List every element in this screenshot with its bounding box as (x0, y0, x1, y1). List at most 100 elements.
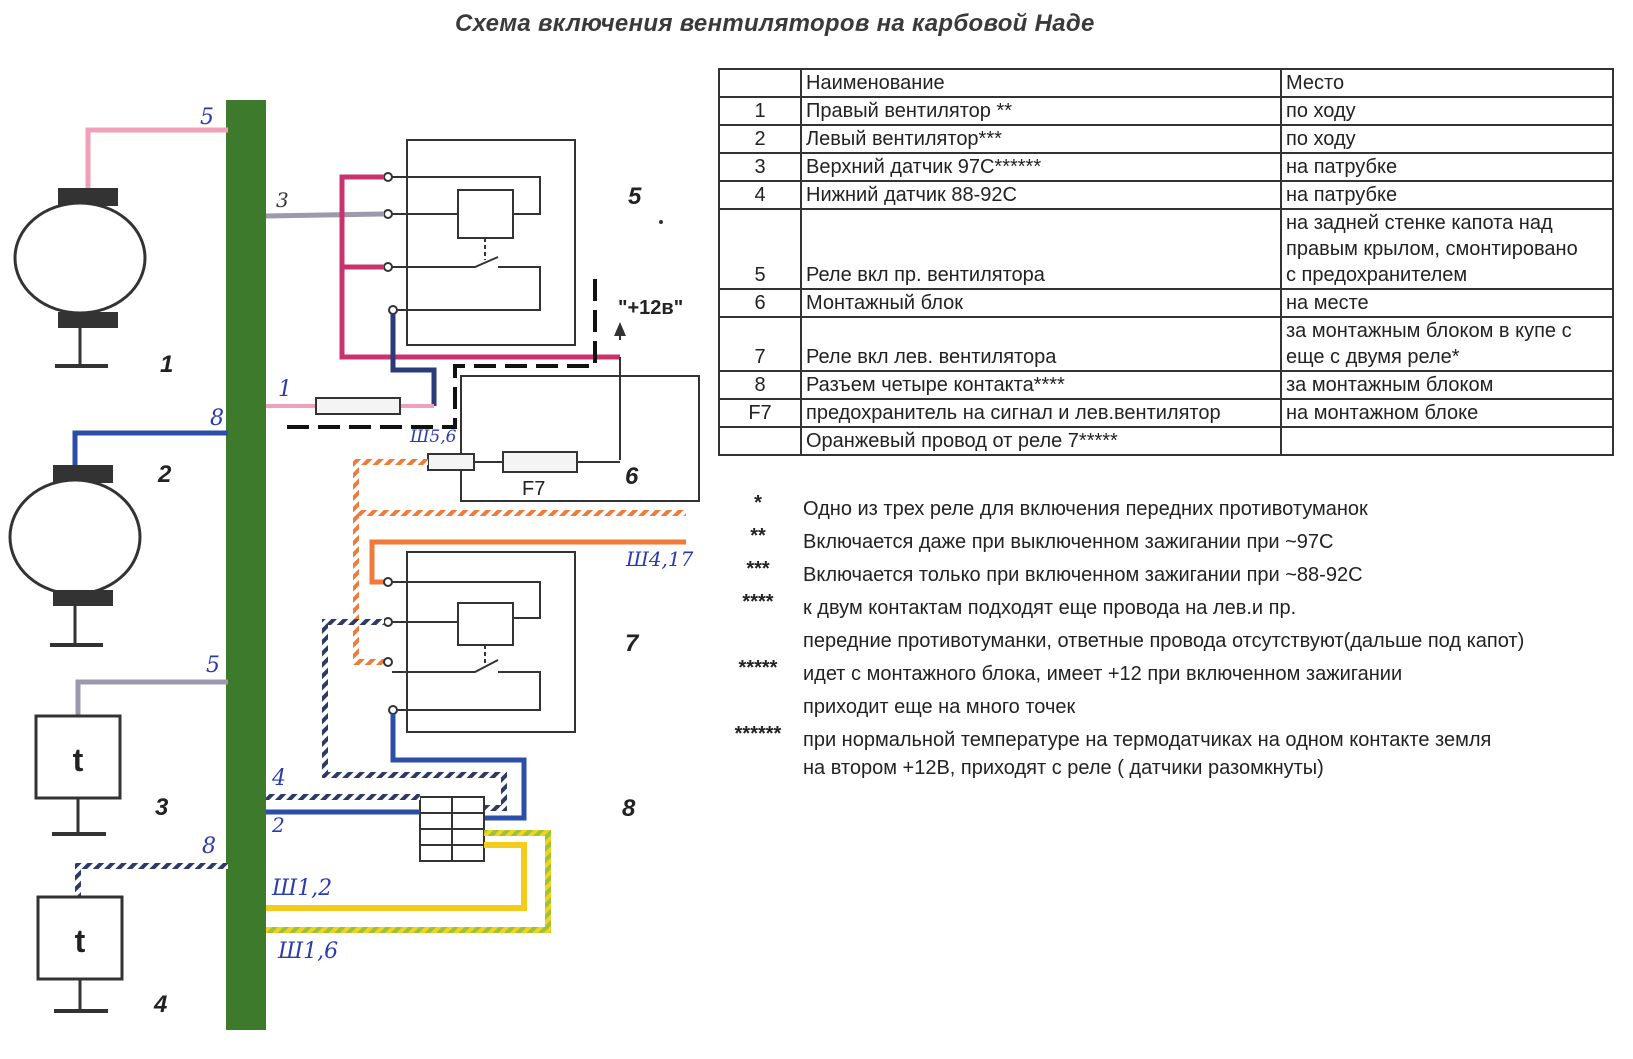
table-cell-name: Левый вентилятор*** (800, 124, 1282, 154)
wire-label-8-top: 8 (210, 406, 224, 431)
table-row: 2 Левый вентилятор*** по ходу (718, 124, 1614, 154)
table-cell-number (718, 426, 802, 456)
table-row: F7 предохранитель на сигнал и лев.вентил… (718, 398, 1614, 428)
table-cell-place: на патрубке (1280, 152, 1614, 182)
footnote-mark: * (754, 492, 762, 514)
table-cell-place: за монтажным блоком в купе с еще с двумя… (1280, 316, 1614, 372)
label-connector-8: 8 (622, 795, 636, 822)
table-header-cell (718, 68, 802, 98)
label-sensor-3: 3 (155, 794, 169, 821)
relay-7 (383, 551, 576, 733)
table-cell-name: Правый вентилятор ** (800, 96, 1282, 126)
table-cell-place (1280, 426, 1614, 456)
wire-label-1: 1 (278, 377, 292, 402)
table-cell-number: 6 (718, 288, 802, 318)
table-row: 8 Разъем четыре контакта**** за монтажны… (718, 370, 1614, 400)
place-line: правым крылом, смонтировано (1286, 238, 1578, 260)
table-cell-name: Оранжевый провод от реле 7***** (800, 426, 1282, 456)
table-cell-place: по ходу (1280, 96, 1614, 126)
table-cell-name: Реле вкл лев. вентилятора (800, 316, 1282, 372)
footnote-text: при нормальной температуре на термодатчи… (803, 729, 1492, 751)
table-cell-place: на задней стенке капота над правым крыло… (1280, 208, 1614, 290)
arrow-up-icon (614, 322, 626, 336)
wire-label-5-top: 5 (200, 105, 214, 130)
table-row: 5 Реле вкл пр. вентилятора на задней сте… (718, 208, 1614, 290)
diagram-title: Схема включения вентиляторов на карбовой… (455, 10, 1095, 37)
label-fan-2: 2 (157, 461, 172, 488)
table-header-cell: Место (1280, 68, 1614, 98)
table-cell-name: Реле вкл пр. вентилятора (800, 208, 1282, 290)
label-block-6: 6 (625, 463, 639, 490)
place-line: на задней стенке капота над (1286, 212, 1553, 234)
wire-label-sh16: Ш1,6 (277, 939, 338, 964)
place-line: еще с двумя реле* (1286, 346, 1460, 368)
fan-1 (13, 127, 228, 368)
table-cell-place: на патрубке (1280, 180, 1614, 210)
table-cell-name: Разъем четыре контакта**** (800, 370, 1282, 400)
table-cell-name: Нижний датчик 88-92С (800, 180, 1282, 210)
table-cell-name: Монтажный блок (800, 288, 1282, 318)
wire-label-sh417: Ш4,17 (625, 547, 694, 571)
table-cell-name: предохранитель на сигнал и лев.вентилято… (800, 398, 1282, 428)
wire-label-5-mid: 5 (206, 653, 220, 678)
wiring-diagram: 1 2 3 4 5 6 7 8 t t F7 "+12в" 5 3 1 8 5 … (8, 100, 700, 1030)
table-cell-place: за монтажным блоком (1280, 370, 1614, 400)
wire-label-8-bottom: 8 (202, 834, 216, 859)
footnote-text: Включается даже при выключенном зажигани… (803, 531, 1334, 553)
wire-label-sh12: Ш1,2 (271, 876, 332, 901)
inline-fuse (315, 397, 401, 415)
label-relay-5: 5 (628, 183, 642, 210)
wire-label-4: 4 (271, 766, 286, 791)
fuse-f7-label: F7 (522, 478, 545, 500)
table-header-cell: Наименование (800, 68, 1282, 98)
table-row: 3 Верхний датчик 97С****** на патрубке (718, 152, 1614, 182)
sensor-4 (36, 863, 228, 1013)
label-sensor-4: 4 (153, 991, 167, 1018)
footnote-text: Одно из трех реле для включения передних… (803, 498, 1368, 520)
wire-label-3: 3 (276, 188, 289, 212)
components-table: Наименование Место 1 Правый вентилятор *… (718, 68, 1614, 456)
table-cell-place: по ходу (1280, 124, 1614, 154)
table-cell-name: Верхний датчик 97С****** (800, 152, 1282, 182)
table-cell-number: 2 (718, 124, 802, 154)
footnote-mark: **** (742, 591, 774, 613)
footnote-text: приходит еще на много точек (803, 696, 1076, 718)
label-relay-7: 7 (625, 630, 640, 657)
label-fan-1: 1 (160, 351, 173, 378)
table-cell-number: 5 (718, 208, 802, 290)
table-cell-number: 8 (718, 370, 802, 400)
harness-bus (226, 100, 266, 1030)
relay-5 (383, 139, 576, 346)
footnote-text: к двум контактам подходят еще провода на… (803, 597, 1297, 619)
table-row: 7 Реле вкл лев. вентилятора за монтажным… (718, 316, 1614, 372)
wire-label-2: 2 (271, 813, 285, 837)
table-row: 1 Правый вентилятор ** по ходу (718, 96, 1614, 126)
footnote-text: идет с монтажного блока, имеет +12 при в… (803, 663, 1403, 685)
plus12-label: "+12в" (618, 297, 683, 319)
table-cell-place: на месте (1280, 288, 1614, 318)
table-cell-number: F7 (718, 398, 802, 428)
table-cell-number: 1 (718, 96, 802, 126)
table-row: Оранжевый провод от реле 7***** (718, 426, 1614, 456)
wire-label-sh56: Ш5,6 (409, 427, 457, 447)
table-header-row: Наименование Место (718, 68, 1614, 98)
footnote-mark: ****** (734, 723, 782, 745)
table-cell-number: 7 (718, 316, 802, 372)
sensor-3-letter: t (73, 742, 84, 778)
table-row: 4 Нижний датчик 88-92С на патрубке (718, 180, 1614, 210)
footnote-text: передние противотуманки, ответные провод… (803, 630, 1525, 652)
footnote-text: Включается только при включенном зажиган… (803, 564, 1363, 586)
footnote-mark: ** (750, 525, 766, 547)
footnote-mark: *** (746, 558, 770, 580)
table-row: 6 Монтажный блок на месте (718, 288, 1614, 318)
footnote-text: на втором +12В, приходят с реле ( датчик… (803, 757, 1324, 779)
place-line: за монтажным блоком в купе с (1286, 320, 1572, 342)
footnote-mark: ***** (738, 657, 778, 679)
table-cell-number: 4 (718, 180, 802, 210)
place-line: с предохранителем (1286, 264, 1468, 286)
table-cell-number: 3 (718, 152, 802, 182)
sensor-4-letter: t (75, 923, 86, 959)
sensor-3 (34, 679, 228, 836)
table-cell-place: на монтажном блоке (1280, 398, 1614, 428)
mounting-block-6 (427, 375, 700, 502)
